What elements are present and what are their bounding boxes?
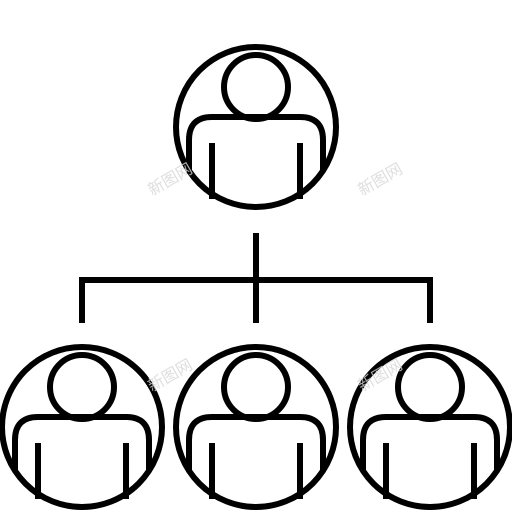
bottom-center-person-node	[176, 347, 336, 507]
connector-lines	[79, 233, 433, 323]
watermark-text: 新图网	[355, 159, 406, 199]
top-person-node	[176, 47, 336, 207]
bottom-left-person-node	[2, 347, 162, 507]
watermark-text: 新图网	[145, 159, 196, 199]
